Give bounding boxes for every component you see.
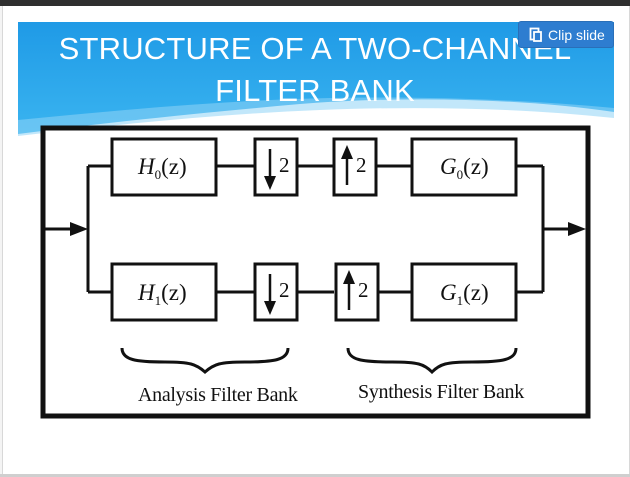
top-bar [0, 0, 630, 6]
up-arrow-icon [343, 270, 355, 284]
h0-label: H0(z) [138, 154, 187, 182]
title-line-1: STRUCTURE OF A TWO-CHANNEL [58, 31, 572, 66]
down-arrow-icon [264, 176, 276, 190]
downsampler-top-box [253, 137, 299, 197]
up-arrow-icon [341, 145, 353, 159]
h0-filter-box [110, 137, 218, 197]
g1-label: G1(z) [440, 280, 489, 308]
upsample-factor-bottom: 2 [358, 278, 369, 302]
analysis-brace [120, 347, 290, 375]
synthesis-filter-bank-label: Synthesis Filter Bank [358, 381, 524, 403]
g0-filter-box [410, 137, 518, 197]
analysis-filter-bank-label: Analysis Filter Bank [138, 384, 298, 406]
clip-slide-label: Clip slide [548, 26, 605, 43]
downsample-factor-bottom: 2 [279, 278, 290, 302]
upsampler-top-box [332, 137, 378, 197]
downsampler-bottom-box [253, 262, 299, 322]
clip-icon [529, 27, 542, 42]
down-arrow-icon [264, 301, 276, 315]
upsampler-bottom-box [334, 262, 380, 322]
h1-label: H1(z) [138, 280, 187, 308]
g1-filter-box [410, 262, 518, 322]
synthesis-brace [346, 347, 518, 375]
title-banner [18, 22, 614, 136]
upsample-factor-top: 2 [356, 153, 367, 177]
h1-filter-box [110, 262, 218, 322]
downsample-factor-top: 2 [279, 153, 290, 177]
clip-slide-button[interactable]: Clip slide [518, 21, 614, 48]
input-arrow-icon [70, 222, 88, 236]
title-line-2: FILTER BANK [215, 73, 415, 108]
slide-title: STRUCTURE OF A TWO-CHANNEL FILTER BANK [18, 28, 612, 112]
g0-label: G0(z) [440, 154, 489, 182]
bottom-divider [0, 474, 630, 477]
output-arrow-icon [568, 222, 586, 236]
